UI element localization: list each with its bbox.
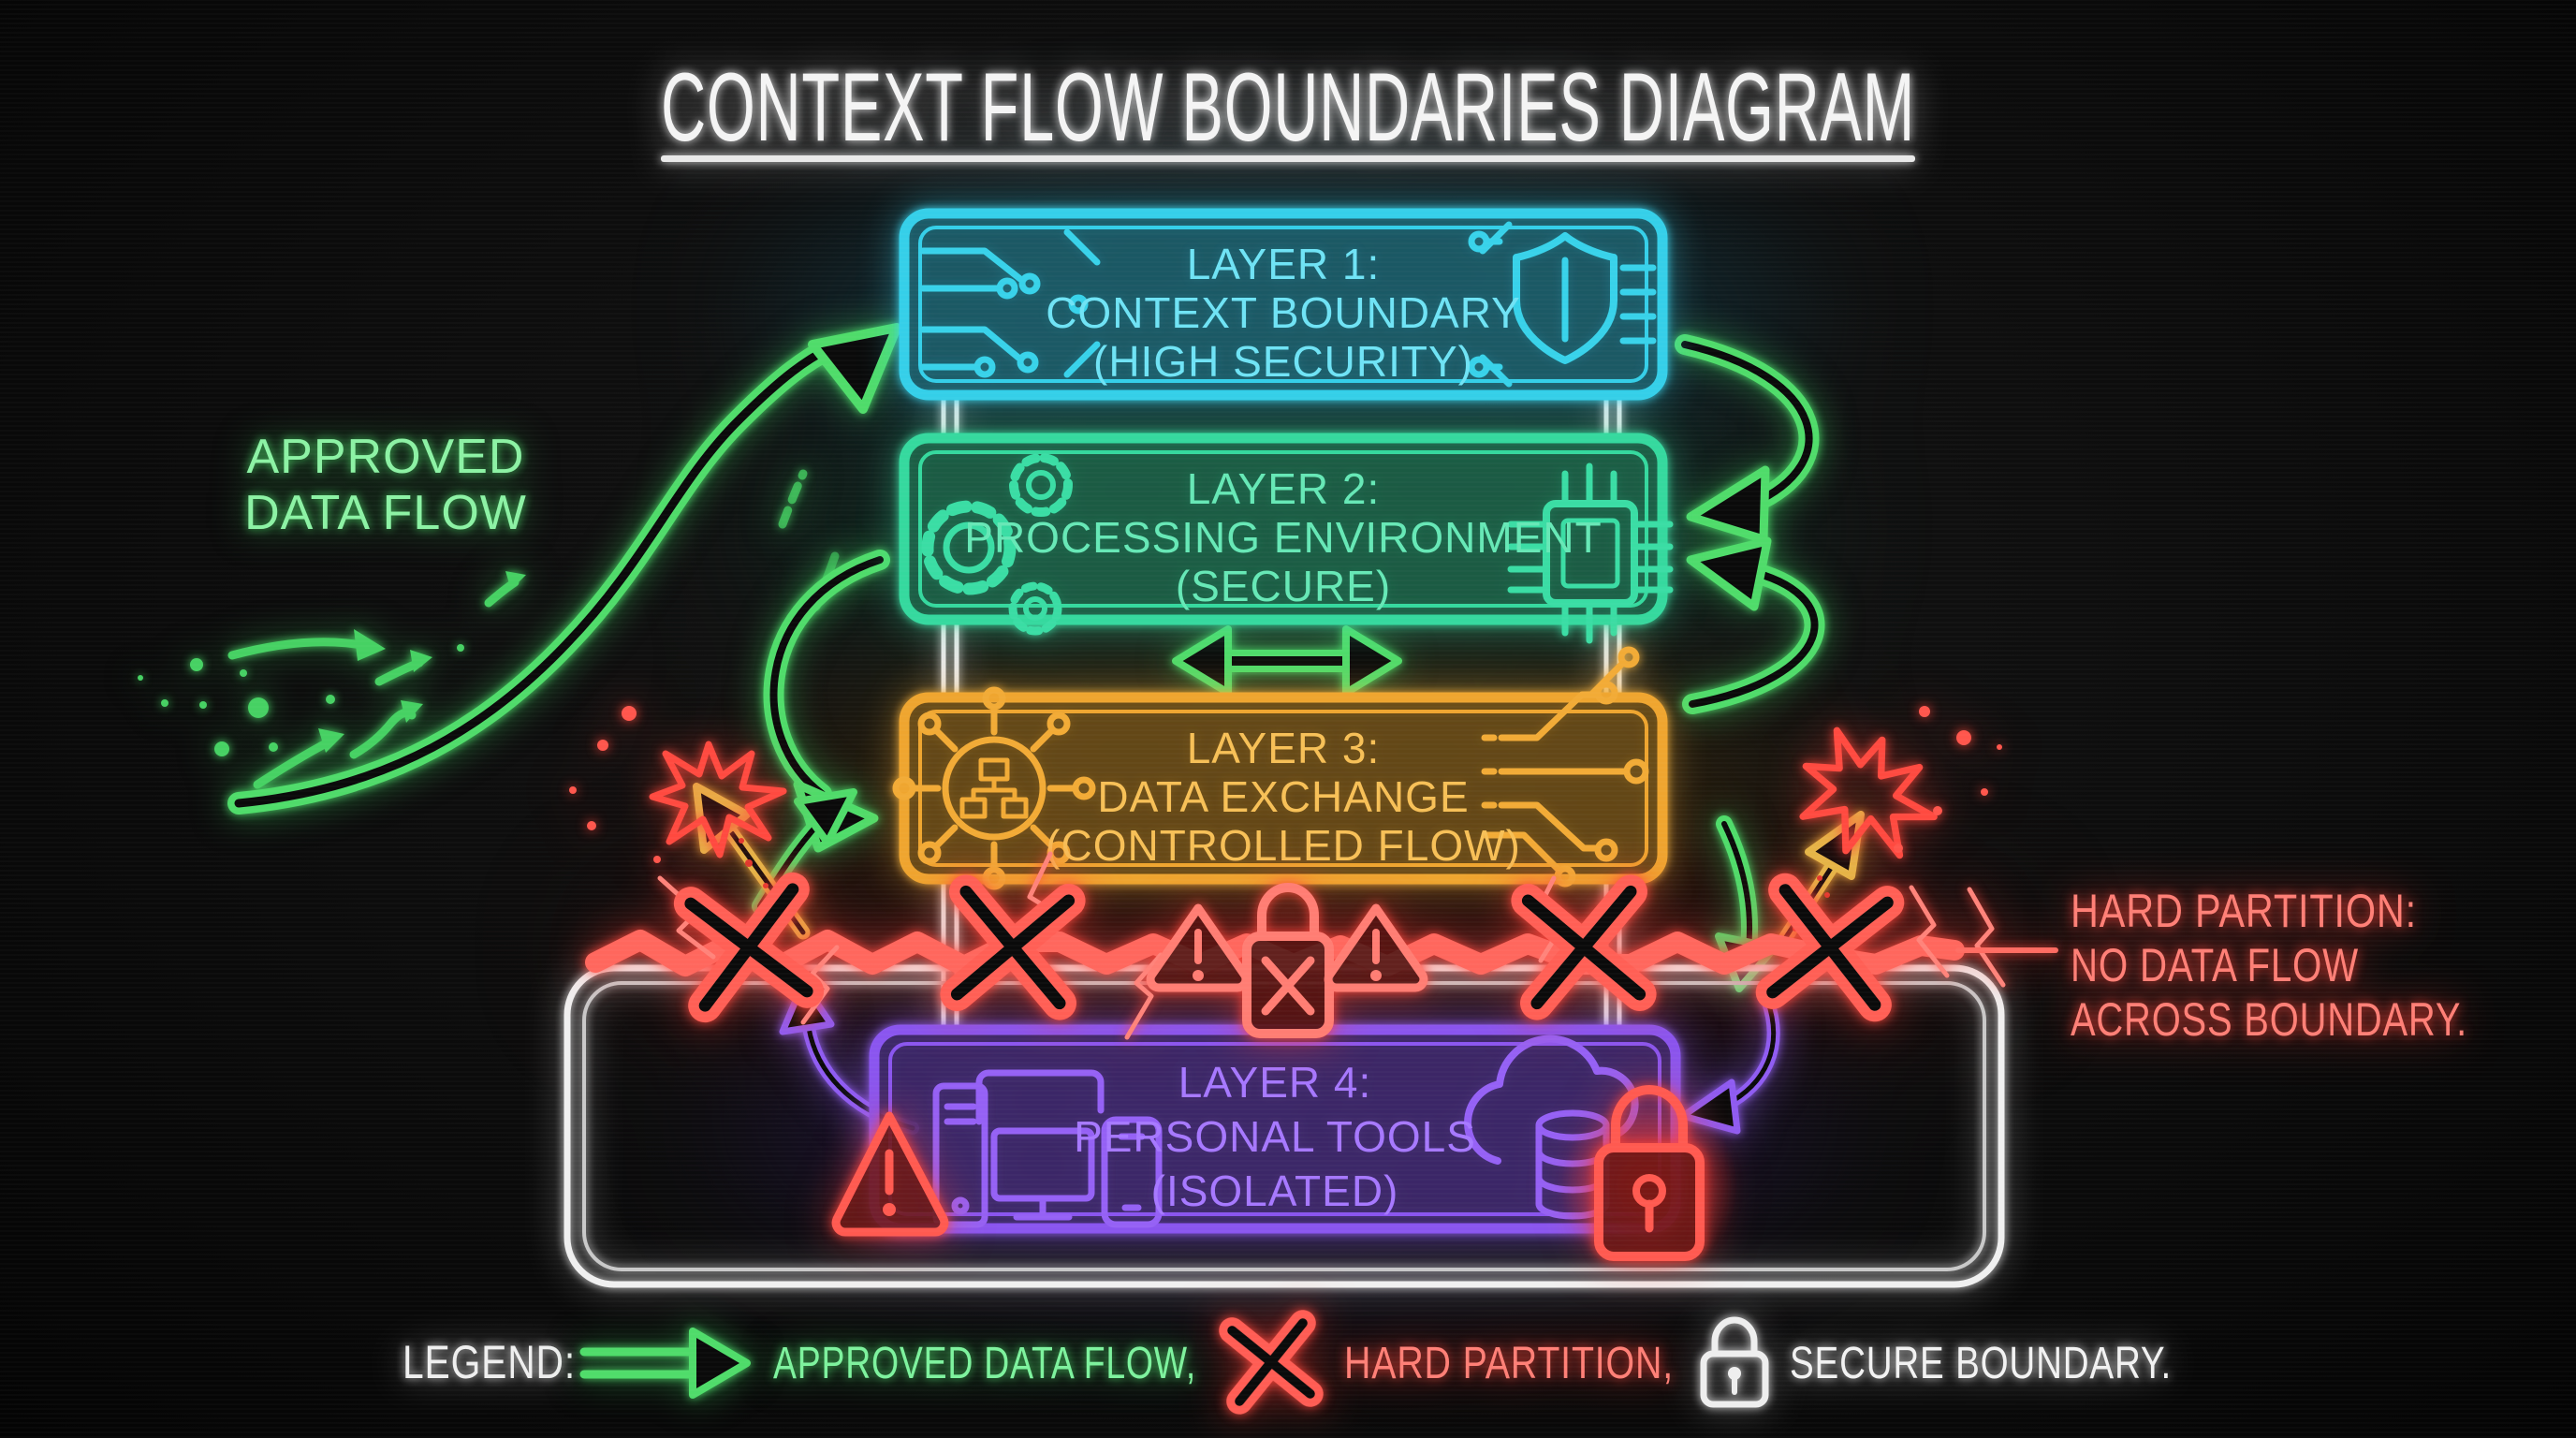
devices-icon	[932, 1069, 1163, 1228]
layer-4-line1: LAYER 4:	[1178, 1058, 1372, 1107]
padlock-icon	[1594, 1085, 1705, 1261]
legend-approved-label: APPROVED DATA FLOW,	[773, 1339, 1196, 1388]
hard-partition-line1: HARD PARTITION:	[2071, 885, 2417, 937]
legend-secure-label: SECURE BOUNDARY.	[1790, 1339, 2172, 1388]
legend-partition-label: HARD PARTITION,	[1344, 1339, 1674, 1388]
layer-3-line3: (CONTROLLED FLOW)	[1046, 821, 1521, 870]
page-title: CONTEXT FLOW BOUNDARIES DIAGRAM	[661, 53, 1915, 162]
circuit-icon	[919, 228, 1101, 378]
approved-data-flow-label: APPROVED DATA FLOW	[244, 430, 527, 540]
layer-1-box: LAYER 1: CONTEXT BOUNDARY (HIGH SECURITY…	[899, 208, 1668, 401]
layer-2-line1: LAYER 2:	[1187, 464, 1381, 513]
double-arrow-icon	[579, 1328, 751, 1399]
partition-center-icons	[1146, 883, 1428, 1038]
layer-1-line1: LAYER 1:	[1187, 240, 1381, 288]
hard-partition-line2: NO DATA FLOW	[2071, 939, 2359, 991]
starbursts	[569, 706, 2002, 878]
approved-flow-line1: APPROVED	[247, 430, 525, 484]
warning-triangle-icon	[831, 1111, 949, 1237]
layer-2-line2: PROCESSING ENVIRONMENT	[964, 513, 1602, 562]
bidirectional-arrow	[1172, 625, 1402, 697]
layer-3-line1: LAYER 3:	[1187, 724, 1381, 772]
hard-partition	[585, 851, 2058, 1040]
warning-triangle-icon	[1324, 903, 1428, 992]
title-block: CONTEXT FLOW BOUNDARIES DIAGRAM	[661, 53, 1915, 162]
x-mark-icon	[1219, 1310, 1324, 1415]
legend-label: LEGEND:	[402, 1336, 576, 1388]
approved-flow-line2: DATA FLOW	[244, 486, 527, 540]
layer-2-box: LAYER 2: PROCESSING ENVIRONMENT (SECURE)	[899, 433, 1674, 644]
padlock-x-icon	[1242, 883, 1334, 1038]
hard-partition-line3: ACROSS BOUNDARY.	[2071, 993, 2467, 1046]
layer-1-line2: CONTEXT BOUNDARY	[1046, 288, 1521, 337]
hard-partition-label: HARD PARTITION: NO DATA FLOW ACROSS BOUN…	[2071, 885, 2467, 1046]
layer-4-line2: PERSONAL TOOLS	[1074, 1112, 1476, 1161]
starburst-dots	[569, 706, 2002, 863]
legend: LEGEND: APPROVED DATA FLOW, HARD PARTITI…	[402, 1310, 2172, 1415]
gears-icon	[921, 453, 1073, 636]
flow-streamlines	[227, 469, 840, 789]
arrowhead	[808, 323, 901, 414]
shield-icon	[1468, 221, 1657, 388]
layer-3-line2: DATA EXCHANGE	[1097, 772, 1469, 821]
x-marks	[673, 872, 1905, 1023]
layer-2-line3: (SECURE)	[1176, 562, 1391, 610]
title-underline	[661, 155, 1915, 162]
chip-icon	[1507, 462, 1674, 644]
layer-4-box: LAYER 4: PERSONAL TOOLS (ISOLATED)	[869, 1024, 1681, 1234]
layer-1-line3: (HIGH SECURITY)	[1093, 337, 1473, 386]
flow-dots	[138, 644, 464, 756]
layer-3-box: LAYER 3: DATA EXCHANGE (CONTROLLED FLOW)	[892, 646, 1668, 890]
approved-data-flow-arrow	[138, 323, 901, 814]
hub-network-icon	[892, 686, 1096, 890]
padlock-icon	[1700, 1316, 1769, 1408]
layer-4-red-accents	[831, 1085, 1738, 1276]
layer-4-line3: (ISOLATED)	[1151, 1167, 1399, 1215]
circuit-traces-icon	[1481, 646, 1649, 888]
